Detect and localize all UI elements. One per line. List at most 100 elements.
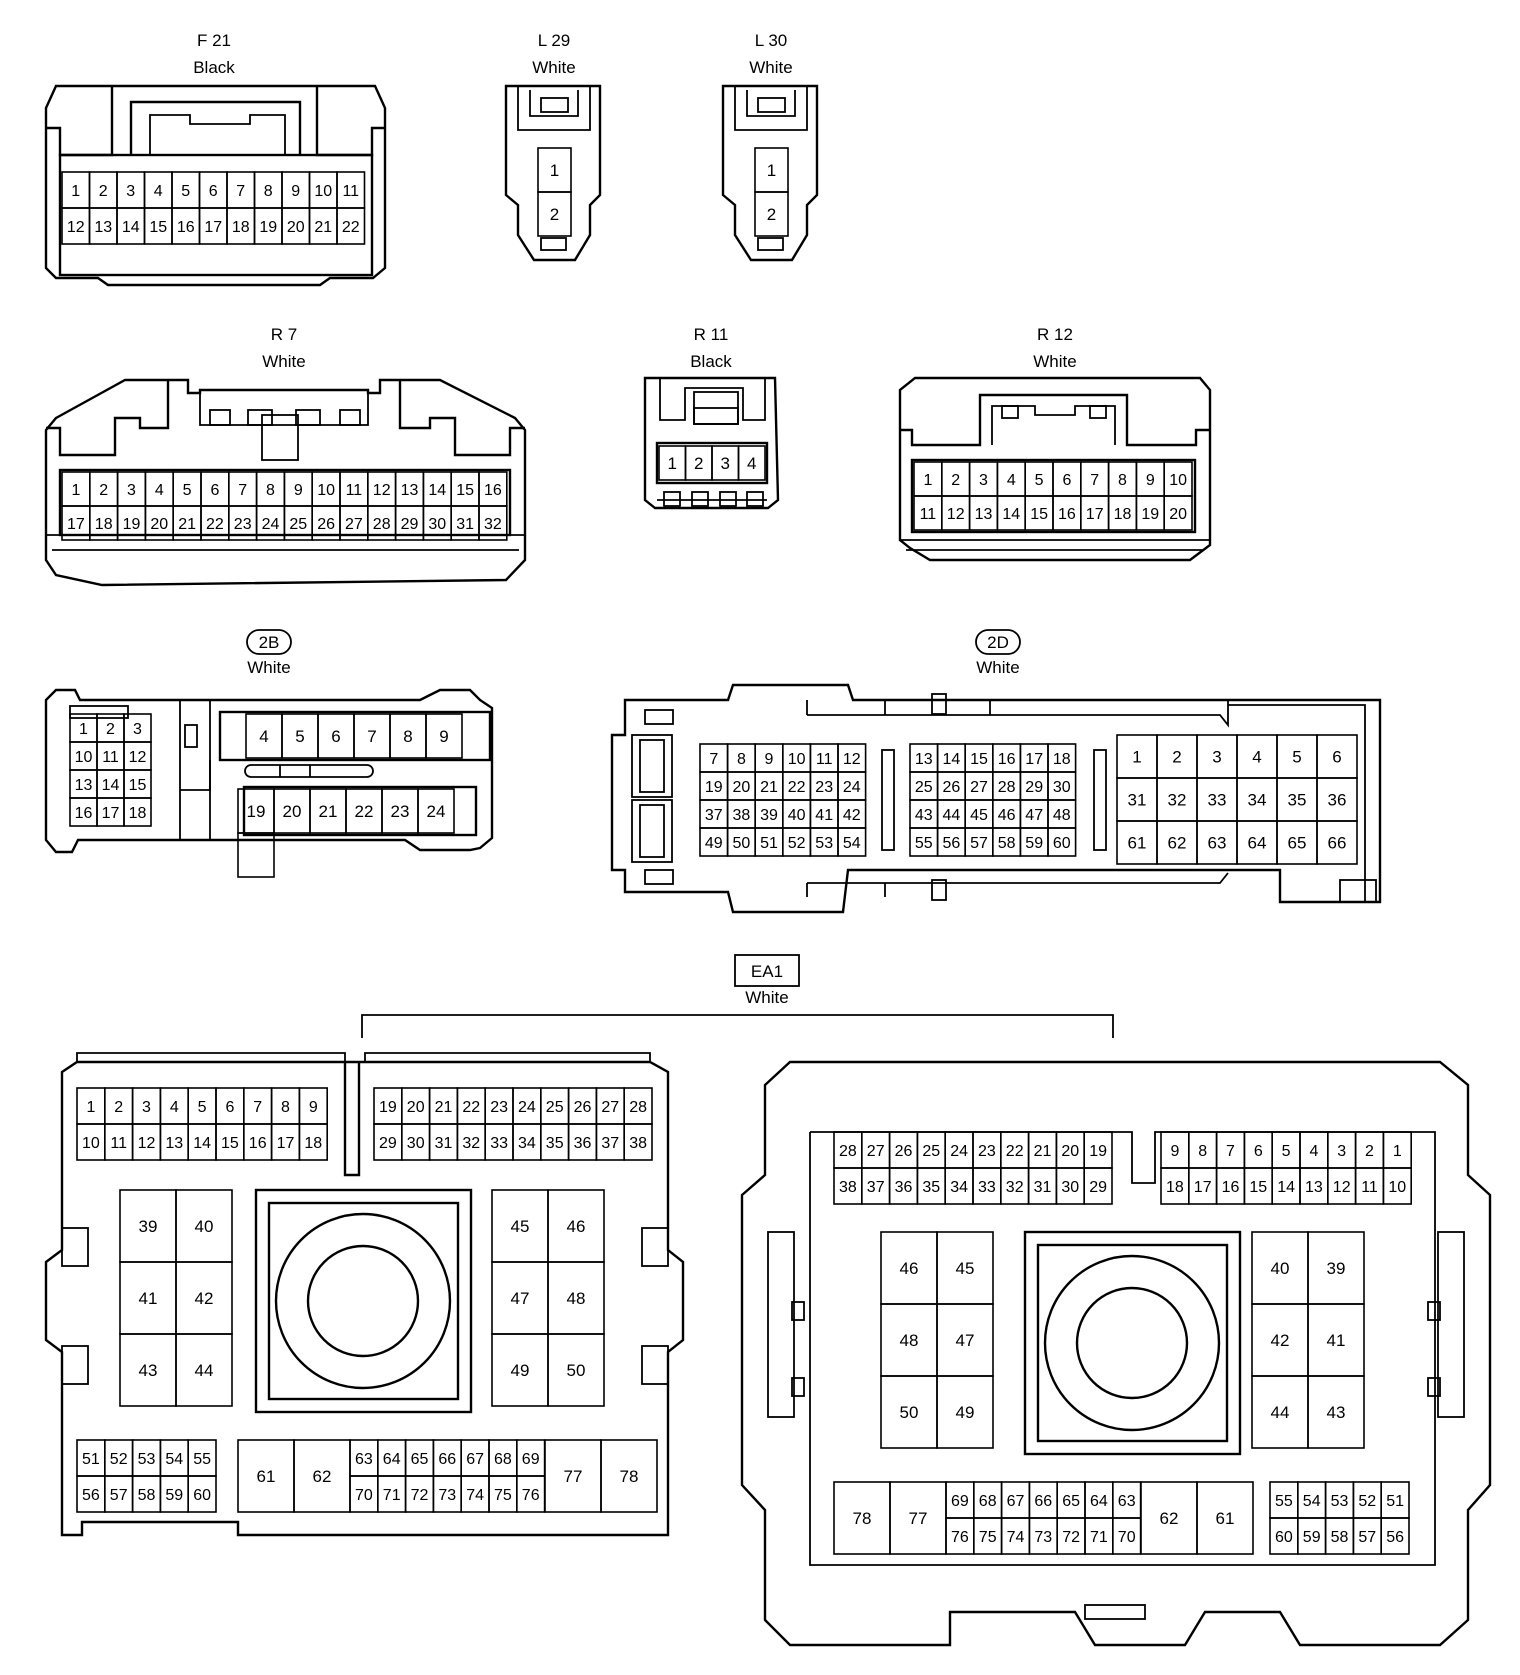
pin-number: 19	[247, 802, 266, 821]
pin-number: 65	[1288, 834, 1307, 853]
pin-number: 38	[839, 1179, 857, 1196]
connector-r11	[643, 376, 780, 510]
pin-number: 72	[411, 1487, 429, 1504]
pin-number: 14	[102, 777, 120, 794]
pin-number: 14	[943, 751, 961, 768]
pin-number: 53	[815, 835, 833, 852]
pin-number: 40	[1271, 1259, 1290, 1278]
f21-name: F 21	[197, 31, 231, 50]
pin-number: 62	[313, 1467, 332, 1486]
pin-number: 34	[1248, 791, 1267, 810]
pin-number: 51	[760, 835, 778, 852]
pin-number: 48	[900, 1331, 919, 1350]
pin-number: 54	[1303, 1493, 1321, 1510]
pin-number: 19	[1089, 1143, 1107, 1160]
pin-number: 40	[788, 807, 806, 824]
pin-number: 75	[494, 1487, 512, 1504]
pin-number: 18	[304, 1135, 322, 1152]
pin-number: 24	[843, 779, 861, 796]
pin-number: 23	[234, 516, 252, 533]
pin-number: 12	[138, 1135, 156, 1152]
pin-number: 23	[815, 779, 833, 796]
pin-number: 9	[765, 751, 774, 768]
pin-number: 33	[978, 1179, 996, 1196]
pin-number: 43	[139, 1361, 158, 1380]
r12-name: R 12	[1037, 325, 1073, 344]
pin-number: 32	[1006, 1179, 1024, 1196]
pin-number: 13	[975, 506, 993, 523]
pin-number: 6	[225, 1099, 234, 1116]
pin-number: 19	[705, 779, 723, 796]
pin-number: 22	[788, 779, 806, 796]
pin-cell	[1316, 820, 1358, 865]
pin-number: 6	[210, 482, 219, 499]
f21-color: Black	[193, 58, 235, 77]
pin-number: 4	[1007, 472, 1016, 489]
pin-number: 16	[1058, 506, 1076, 523]
pin-number: 20	[287, 219, 305, 236]
pin-number: 28	[839, 1143, 857, 1160]
pin-number: 21	[319, 802, 338, 821]
pin-cell	[936, 1375, 994, 1449]
pin-number: 7	[1090, 472, 1099, 489]
pin-number: 8	[281, 1099, 290, 1116]
r7-color: White	[262, 352, 305, 371]
pin-number: 5	[1292, 748, 1301, 767]
pin-number: 11	[342, 183, 359, 200]
pin-number: 72	[1062, 1529, 1080, 1546]
pin-number: 18	[1114, 506, 1132, 523]
pin-number: 65	[1062, 1493, 1080, 1510]
pin-number: 36	[1328, 791, 1347, 810]
pin-number: 27	[345, 516, 363, 533]
pin-number: 2	[694, 454, 703, 473]
pin-number: 58	[1331, 1529, 1349, 1546]
pin-number: 19	[259, 219, 277, 236]
pin-number: 45	[956, 1259, 975, 1278]
pin-number: 8	[403, 727, 412, 746]
pin-number: 41	[815, 807, 833, 824]
connector-l29	[504, 84, 602, 262]
pin-cell	[1307, 1375, 1365, 1449]
pin-number: 21	[760, 779, 778, 796]
pin-cell	[187, 1475, 217, 1513]
pin-number: 52	[1358, 1493, 1376, 1510]
pin-number: 13	[94, 219, 112, 236]
pin-number: 37	[867, 1179, 885, 1196]
pin-number: 3	[979, 472, 988, 489]
pin-number: 7	[238, 482, 247, 499]
pin-number: 1	[668, 454, 677, 473]
pin-number: 17	[1086, 506, 1104, 523]
pin-number: 18	[1166, 1179, 1184, 1196]
pin-number: 66	[1328, 834, 1347, 853]
pin-cell	[623, 1123, 653, 1161]
pin-number: 28	[998, 779, 1016, 796]
pin-cell	[1047, 827, 1077, 857]
pin-number: 74	[1007, 1529, 1025, 1546]
pin-number: 16	[75, 805, 93, 822]
pin-number: 60	[193, 1487, 211, 1504]
pin-number: 13	[915, 751, 933, 768]
pin-number: 20	[283, 802, 302, 821]
pin-number: 34	[518, 1135, 536, 1152]
pin-number: 4	[170, 1099, 179, 1116]
pin-number: 61	[1128, 834, 1147, 853]
pin-number: 3	[126, 183, 135, 200]
pin-number: 50	[567, 1361, 586, 1380]
pin-number: 64	[1248, 834, 1267, 853]
pin-number: 33	[490, 1135, 508, 1152]
pin-number: 2	[550, 205, 559, 224]
pin-number: 3	[142, 1099, 151, 1116]
pin-number: 2	[114, 1099, 123, 1116]
ea1l-78-pins: 78	[600, 1439, 658, 1513]
pin-number: 5	[181, 183, 190, 200]
pin-number: 6	[209, 183, 218, 200]
pin-number: 16	[998, 751, 1016, 768]
pin-number: 52	[110, 1451, 128, 1468]
pin-number: 3	[1337, 1143, 1346, 1160]
pin-number: 4	[155, 482, 164, 499]
